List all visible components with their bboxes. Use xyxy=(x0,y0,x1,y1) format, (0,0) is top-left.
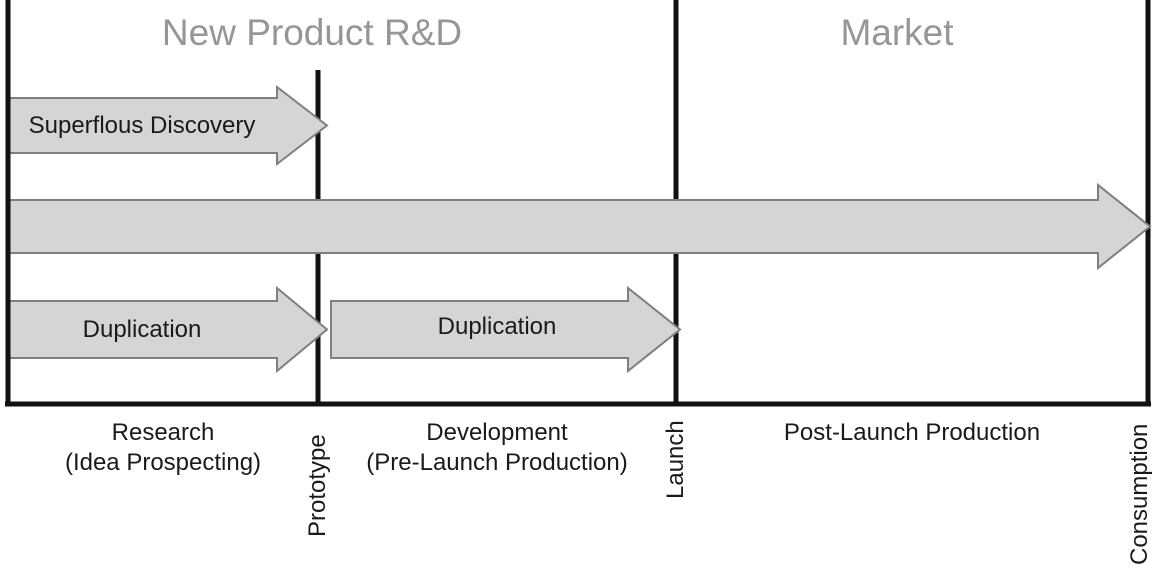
phase-label-development: Development (Pre-Launch Production) xyxy=(366,418,627,478)
superflous-discovery-label: Superflous Discovery xyxy=(28,112,256,139)
duplication-development-arrow xyxy=(330,285,682,374)
phase-label-development-line1: Development xyxy=(426,419,568,446)
phase-label-research-line1: Research xyxy=(111,419,215,446)
phase-label-development-line2: (Pre-Launch Production) xyxy=(366,449,628,476)
duplication-development-label: Duplication xyxy=(437,313,557,340)
duplication-research-label: Duplication xyxy=(82,316,202,343)
milestone-label-consumption: Consumption xyxy=(1126,423,1153,565)
phase-label-research: Research (Idea Prospecting) xyxy=(65,418,261,478)
milestone-label-launch: Launch xyxy=(662,420,689,499)
phase-label-research-line2: (Idea Prospecting) xyxy=(64,449,262,476)
phase-label-post-launch: Post-Launch Production xyxy=(784,418,1040,448)
main-timeline-arrow xyxy=(7,182,1152,271)
superflous-discovery-arrow xyxy=(7,84,329,167)
phase-label-post-launch-line1: Post-Launch Production xyxy=(783,419,1041,446)
duplication-research-arrow xyxy=(7,285,329,374)
section-title-rd: New Product R&D xyxy=(161,12,463,53)
section-title-market: Market xyxy=(840,12,954,53)
milestone-label-prototype: Prototype xyxy=(304,434,331,537)
